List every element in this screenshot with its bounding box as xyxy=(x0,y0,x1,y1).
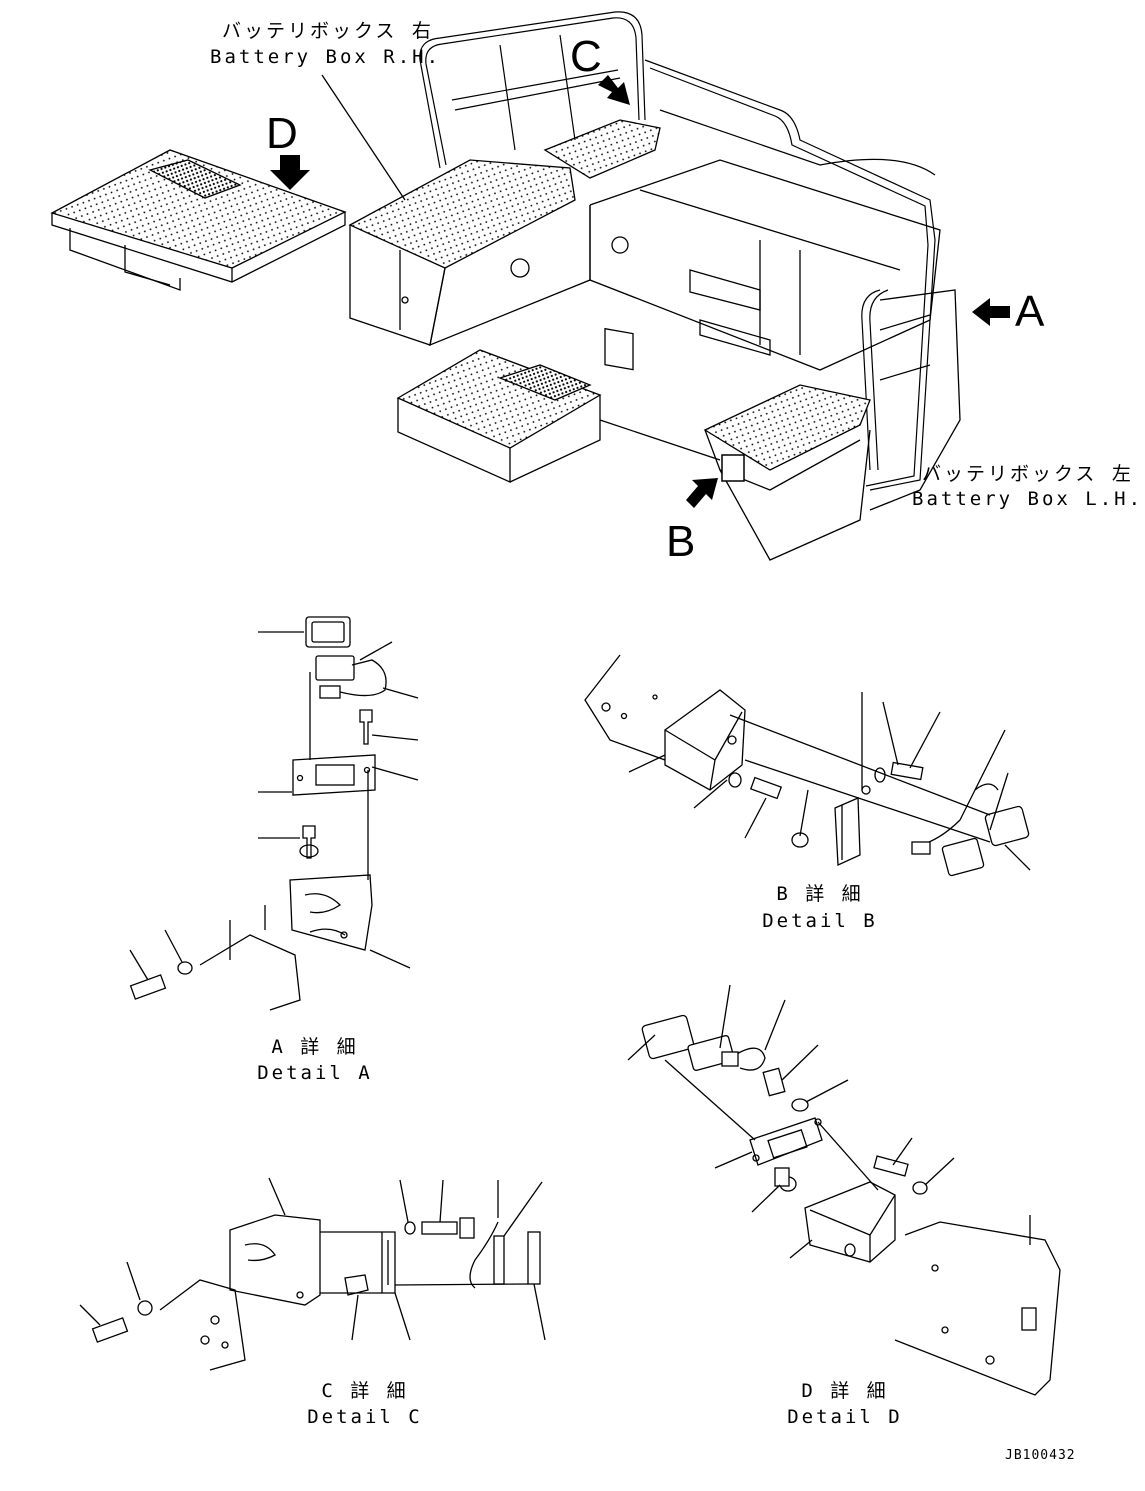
arrow-d xyxy=(270,155,310,190)
arrow-b xyxy=(686,478,718,508)
drawing-code: JB100432 xyxy=(1005,1448,1076,1463)
battery-rh-jp-label: バッテリボックス 右 xyxy=(222,20,434,42)
callout-d: D xyxy=(266,109,298,158)
battery-rh-en-label: Battery Box R.H. xyxy=(210,46,442,68)
detail-b-en-label: Detail B xyxy=(762,910,878,932)
handrail xyxy=(419,11,936,491)
callout-c: C xyxy=(570,32,602,81)
detail-d-jp-label: D 詳 細 xyxy=(801,1380,889,1402)
detail-a-jp-label: A 詳 細 xyxy=(271,1036,359,1058)
detail-a-en-label: Detail A xyxy=(257,1062,373,1084)
lower-walkway xyxy=(396,289,961,561)
detail-c-en-label: Detail C xyxy=(307,1406,423,1428)
battery-lh-jp-label: バッテリボックス 左 xyxy=(922,463,1134,485)
detail-d-view xyxy=(627,984,1061,1396)
left-walkway xyxy=(50,149,347,291)
arrow-c xyxy=(598,75,630,105)
detail-b-view xyxy=(584,654,1031,877)
arrow-a xyxy=(972,298,1010,326)
battery-lh-en-label: Battery Box L.H. xyxy=(912,488,1144,510)
rh-battery-box xyxy=(348,119,661,347)
main-assembly-view xyxy=(50,11,1010,561)
frame-body xyxy=(589,159,941,371)
leader-rh xyxy=(321,74,406,201)
detail-c-view xyxy=(79,1177,546,1371)
detail-a-view xyxy=(129,616,419,1011)
detail-b-jp-label: B 詳 細 xyxy=(776,883,864,905)
callout-b: B xyxy=(666,517,696,566)
detail-d-en-label: Detail D xyxy=(787,1406,903,1428)
callout-a: A xyxy=(1015,287,1045,336)
detail-c-jp-label: C 詳 細 xyxy=(321,1380,409,1402)
